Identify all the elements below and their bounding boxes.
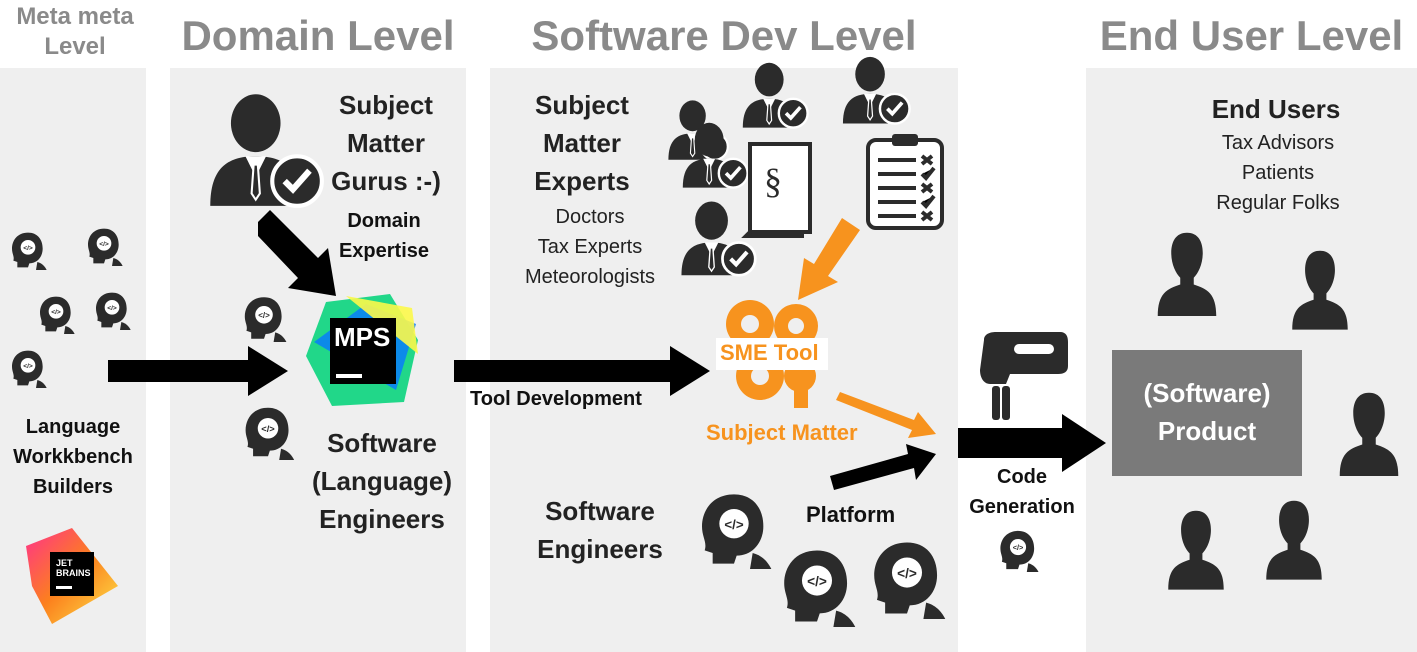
domain-level-title: Domain Level: [181, 12, 455, 59]
language-engineer-icon: [240, 292, 288, 344]
tool-development-arrow-icon: [454, 346, 710, 396]
sme-tool-label: SME Tool: [720, 340, 819, 365]
mps-label: MPS: [334, 322, 391, 352]
platform-arrow-icon: [830, 444, 936, 490]
subject-matter-experts-label: Subject Matter Experts: [534, 90, 630, 196]
end-user-icon: [1288, 244, 1352, 330]
law-book-icon: [741, 142, 812, 238]
language-builder-icon: [36, 292, 76, 336]
domain-expertise-label: Domain Expertise: [338, 210, 430, 262]
mps-underscore: [336, 374, 362, 378]
subject-matter-gurus-label: Subject Matter Gurus :-): [331, 90, 441, 196]
law-symbol: §: [764, 161, 782, 201]
svg-text:JET: JET: [56, 558, 73, 568]
end-user-level-title: End User Level: [1099, 12, 1404, 59]
end-users-label: End Users: [1211, 94, 1341, 124]
jetbrains-logo: JET BRAINS: [26, 528, 118, 624]
language-engineer-icon: [240, 402, 296, 462]
meta-level-title: Meta meta Level: [16, 3, 134, 60]
codegen-developer-icon: [996, 526, 1040, 574]
code-generation-arrow-icon: [958, 414, 1106, 472]
language-builder-icon: [92, 288, 132, 332]
end-user-icon: [1142, 226, 1232, 316]
end-user-icon: [1262, 494, 1326, 580]
language-workbench-builders-label: Language Workkbench Builders: [13, 416, 133, 498]
code-generation-label: Code Generation: [969, 466, 1075, 518]
product-box: [1112, 350, 1302, 476]
mixer-icon: [980, 332, 1068, 420]
sme-tool-badge: [716, 338, 828, 370]
checklist-icon: [866, 134, 944, 230]
subject-matter-arrow-icon: [836, 392, 936, 438]
domain-expertise-arrow-icon: [258, 210, 336, 296]
subject-matter-guru-icon: [202, 86, 326, 210]
subject-matter-label: Subject Matter: [706, 420, 858, 445]
svg-text:BRAINS: BRAINS: [56, 568, 91, 578]
software-language-engineers-label: Software (Language) Engineers: [311, 428, 453, 534]
software-engineer-icon: [776, 542, 858, 630]
platform-label: Platform: [806, 502, 896, 527]
language-builder-icon: [84, 224, 124, 268]
expertise-input-arrow-icon: [798, 218, 860, 300]
expert-kinds-label: Doctors Tax Experts Meteorologists: [524, 206, 656, 288]
end-user-icon: [1324, 386, 1414, 476]
software-engineer-icon: [866, 534, 948, 622]
expert-icon: [838, 52, 912, 126]
mps-logo: [306, 294, 418, 406]
software-engineer-icon: [694, 486, 774, 572]
language-builder-icon: [8, 346, 48, 390]
language-builder-icon: [8, 228, 48, 272]
software-engineers-label: Software Engineers: [537, 496, 663, 564]
end-user-icon: [1164, 504, 1228, 590]
meta-to-domain-arrow-icon: [108, 346, 288, 396]
software-dev-level-title: Software Dev Level: [531, 12, 917, 59]
tool-development-label: Tool Development: [470, 388, 642, 410]
expert-icon: [738, 58, 810, 130]
product-label: (Software) Product: [1143, 378, 1271, 446]
user-kinds-label: Tax Advisors Patients Regular Folks: [1216, 132, 1340, 214]
